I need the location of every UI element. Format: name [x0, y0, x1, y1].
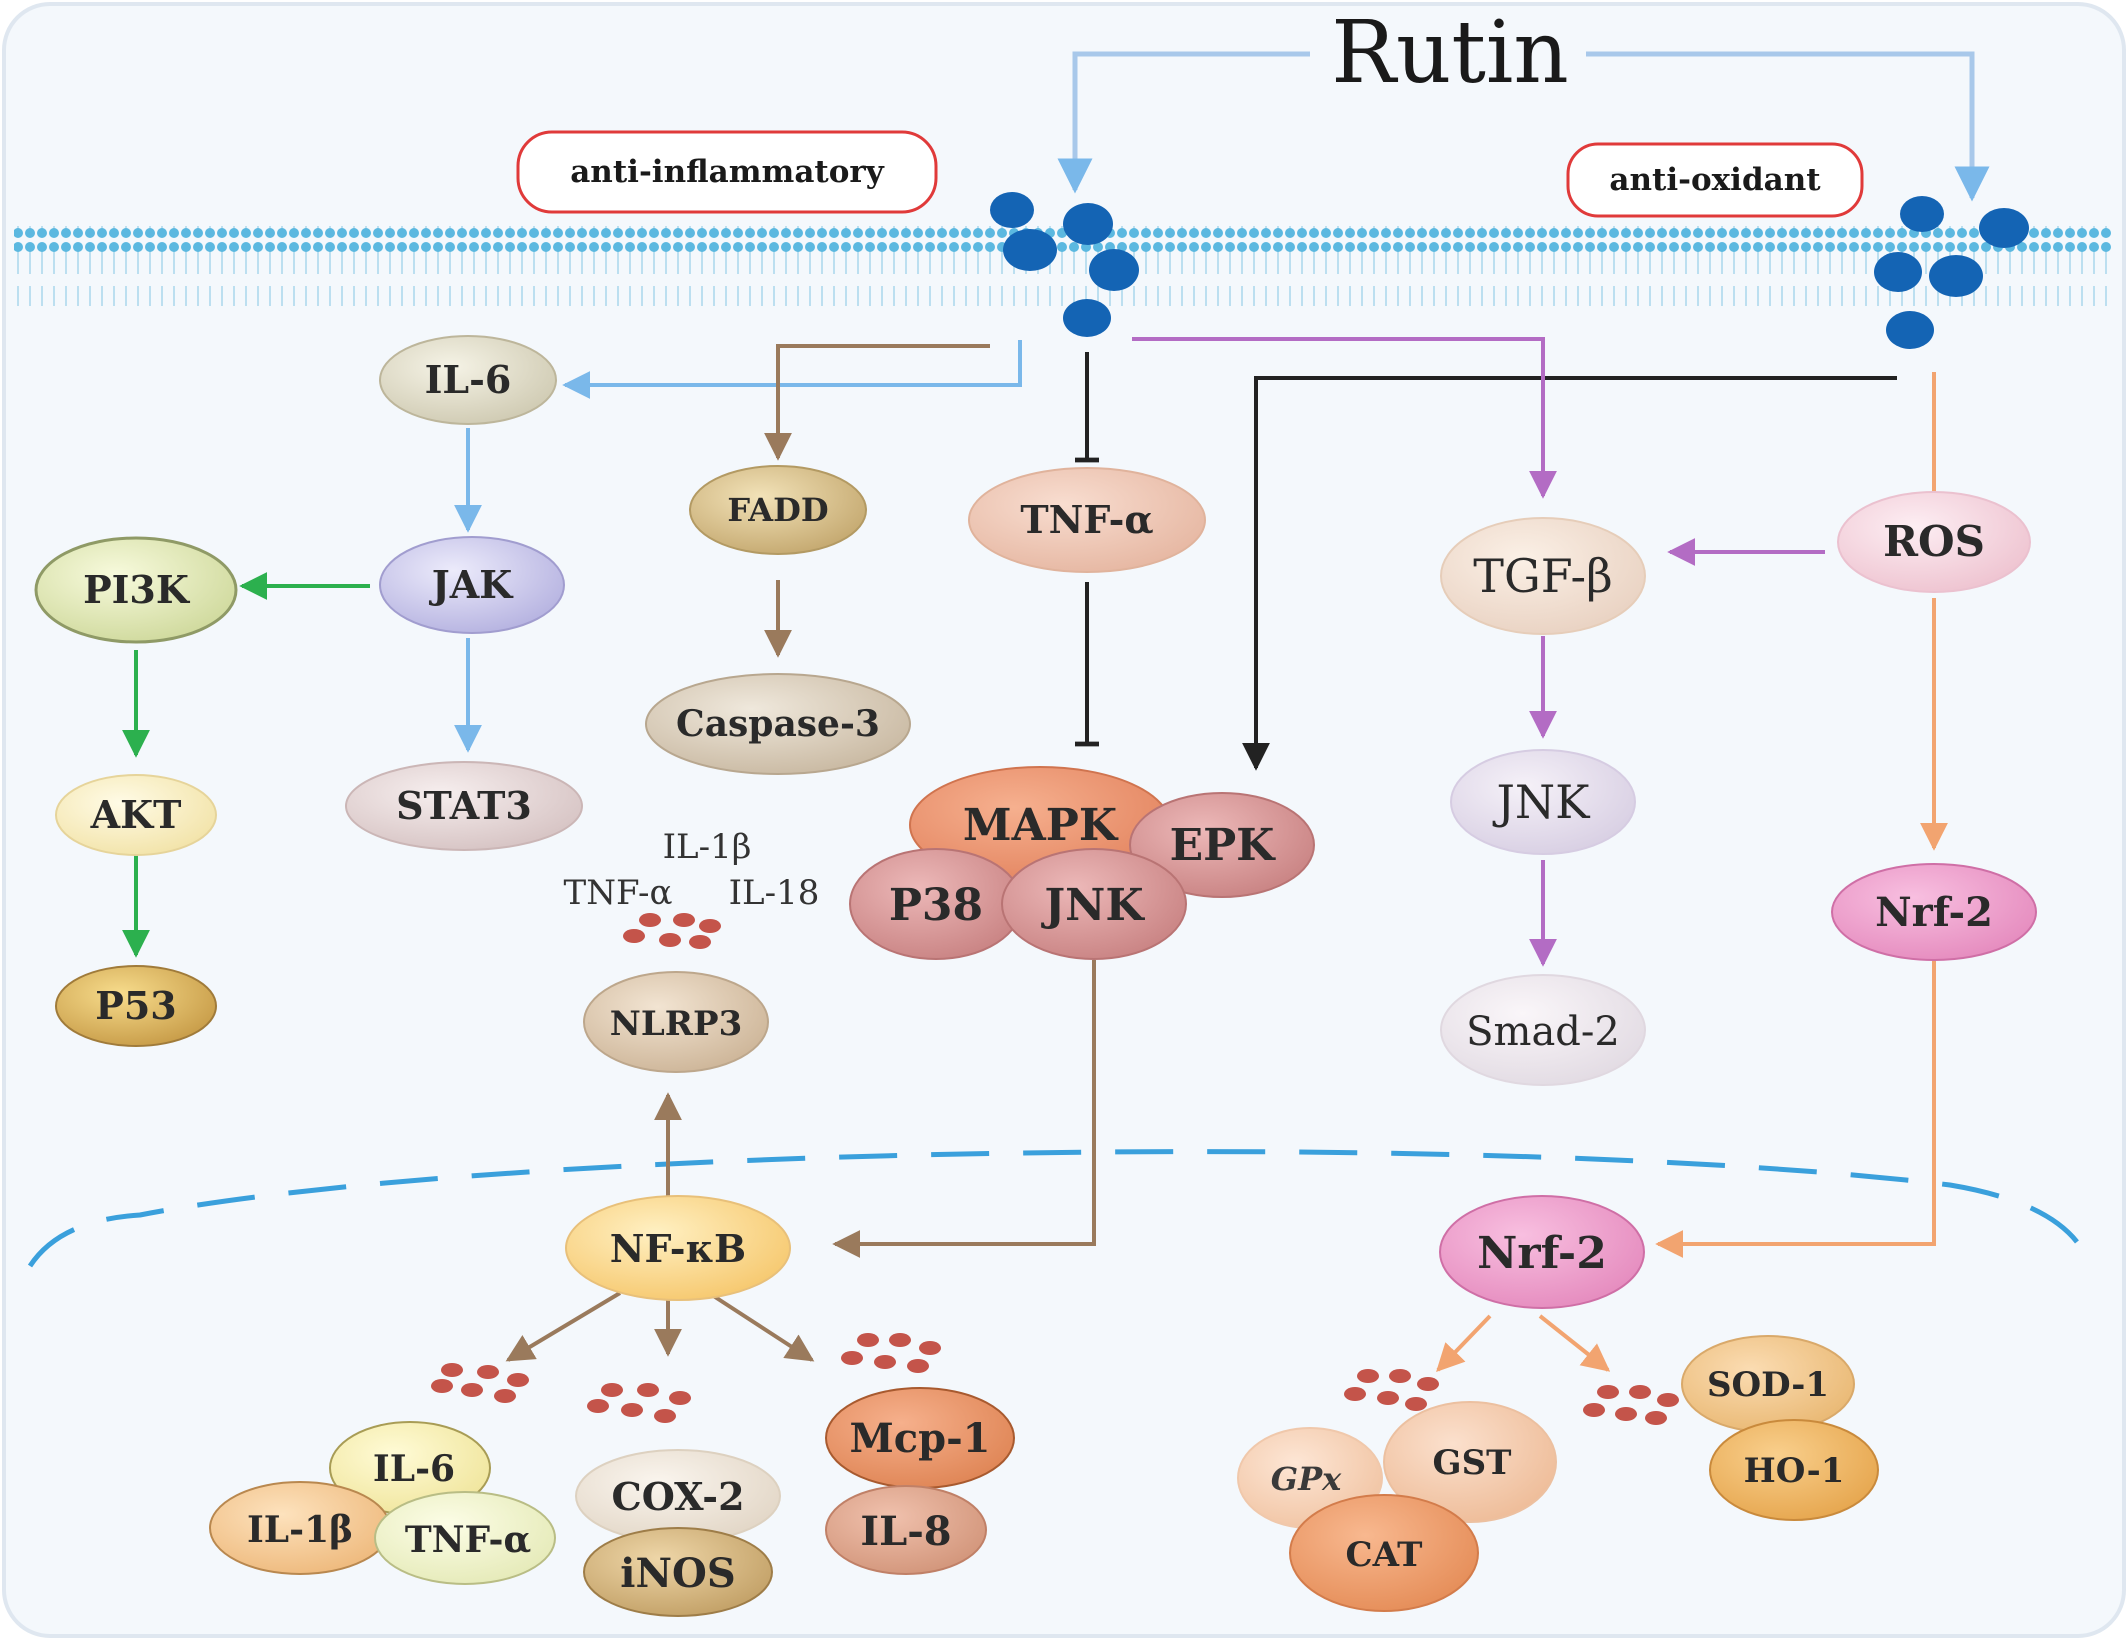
node-tnf-top: TNF-α — [968, 467, 1206, 573]
node-nrf2-cytoplasm: Nrf-2 — [1831, 863, 2037, 961]
svg-text:AKT: AKT — [90, 792, 182, 837]
node-tgf-beta: TGF-β — [1440, 517, 1646, 635]
svg-text:JAK: JAK — [429, 562, 514, 607]
svg-text:PI3K: PI3K — [83, 567, 191, 612]
node-gst: GST — [1383, 1401, 1557, 1523]
svg-text:SOD-1: SOD-1 — [1707, 1365, 1829, 1405]
svg-text:Nrf-2: Nrf-2 — [1477, 1228, 1607, 1279]
svg-text:TNF-α: TNF-α — [405, 1519, 531, 1561]
node-nrf2-nucleus: Nrf-2 — [1439, 1195, 1645, 1309]
svg-text:TNF-α: TNF-α — [1020, 497, 1153, 542]
node-mcp1: Mcp-1 — [825, 1387, 1015, 1489]
svg-text:IL-6: IL-6 — [373, 1448, 455, 1490]
node-nlrp3: NLRP3 — [583, 971, 769, 1073]
cytokine-label-il18: IL-18 — [729, 873, 820, 913]
node-p53: P53 — [55, 965, 217, 1047]
svg-text:CAT: CAT — [1346, 1535, 1423, 1575]
node-jak: JAK — [379, 536, 565, 634]
cytokine-label-tnf: TNF-α — [564, 873, 673, 913]
node-il8: IL-8 — [825, 1485, 987, 1575]
svg-text:STAT3: STAT3 — [396, 783, 532, 828]
svg-text:iNOS: iNOS — [620, 1550, 736, 1597]
rutin-arrows — [1057, 51, 1990, 202]
node-il1b-bottom: IL-1β — [209, 1481, 391, 1575]
svg-text:P38: P38 — [889, 880, 983, 931]
anti-oxidant-tag-box — [1566, 142, 1864, 218]
svg-text:NLRP3: NLRP3 — [610, 1004, 742, 1044]
svg-text:Caspase-3: Caspase-3 — [676, 703, 880, 745]
node-sod1: SOD-1 — [1681, 1335, 1855, 1433]
node-nfkb: NF-κB — [565, 1195, 791, 1301]
svg-text:Mcp-1: Mcp-1 — [849, 1415, 990, 1462]
cytokine-dots — [431, 913, 1679, 1425]
svg-text:Nrf-2: Nrf-2 — [1875, 889, 1993, 936]
nucleus-boundary — [27, 1149, 2093, 1268]
svg-text:Smad-2: Smad-2 — [1466, 1009, 1620, 1055]
node-epk: EPK — [1129, 792, 1315, 898]
node-cat: CAT — [1289, 1494, 1479, 1612]
cell-membrane — [14, 226, 2112, 306]
node-jnk-mapk: JNK — [1001, 848, 1187, 960]
svg-text:EPK: EPK — [1170, 820, 1277, 871]
svg-text:FADD: FADD — [727, 491, 828, 529]
node-p38: P38 — [849, 848, 1023, 960]
svg-text:IL-1β: IL-1β — [247, 1509, 353, 1551]
svg-text:NF-κB: NF-κB — [610, 1226, 746, 1271]
svg-text:COX-2: COX-2 — [611, 1474, 744, 1519]
svg-text:ROS: ROS — [1883, 517, 1985, 566]
node-akt: AKT — [55, 774, 217, 856]
svg-text:IL-8: IL-8 — [860, 1508, 951, 1555]
node-pi3k: PI3K — [34, 536, 238, 644]
anti-inflammatory-tag-box — [516, 130, 938, 214]
svg-text:GPx: GPx — [1271, 1460, 1342, 1498]
anti-inflammatory-tag: anti-inflammatory — [570, 154, 885, 190]
svg-text:MAPK: MAPK — [963, 800, 1119, 851]
node-fadd: FADD — [689, 465, 867, 555]
svg-text:P53: P53 — [95, 983, 176, 1028]
diagram-title: Rutin — [1331, 3, 1569, 103]
receptor-cluster-left — [990, 192, 1139, 337]
node-il6-top: IL-6 — [379, 335, 557, 425]
node-caspase3: Caspase-3 — [645, 673, 911, 775]
anti-oxidant-tag: anti-oxidant — [1609, 162, 1821, 198]
node-stat3: STAT3 — [345, 761, 583, 851]
svg-text:IL-6: IL-6 — [425, 357, 512, 402]
svg-text:TGF-β: TGF-β — [1473, 549, 1612, 603]
connectors — [122, 337, 1948, 1373]
node-ros: ROS — [1837, 491, 2031, 593]
svg-text:JNK: JNK — [1040, 880, 1145, 931]
node-tnf-bottom: TNF-α — [374, 1491, 556, 1585]
node-smad2: Smad-2 — [1440, 974, 1646, 1086]
svg-text:HO-1: HO-1 — [1744, 1451, 1845, 1491]
cytokine-label-il1b: IL-1β — [663, 827, 752, 867]
receptor-cluster-right — [1874, 196, 2029, 349]
svg-text:JNK: JNK — [1492, 775, 1591, 829]
svg-text:GST: GST — [1433, 1443, 1512, 1483]
node-jnk-right: JNK — [1450, 749, 1636, 855]
node-ho1: HO-1 — [1709, 1419, 1879, 1521]
node-inos: iNOS — [583, 1527, 773, 1617]
